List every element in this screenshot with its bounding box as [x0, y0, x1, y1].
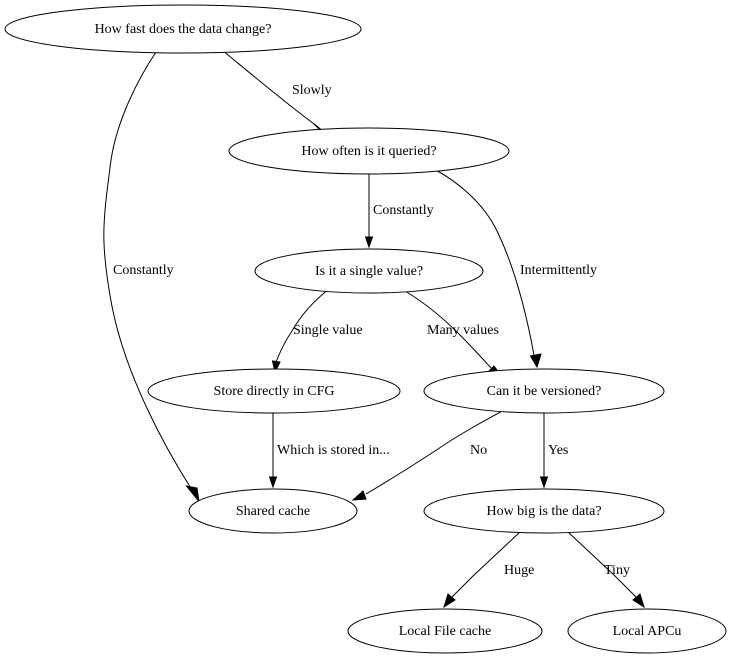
edge-line [103, 51, 193, 491]
arrowhead-icon [529, 353, 542, 369]
node-shape-ellipse[interactable] [567, 608, 727, 654]
edge-e_tiny [567, 531, 645, 609]
edge-line [365, 408, 507, 495]
edge-label: No [470, 443, 487, 458]
node-shape-ellipse[interactable] [188, 488, 358, 534]
edge-e_intermittently [431, 167, 542, 369]
node-label: Is it a single value? [315, 264, 423, 279]
edge-e_no [351, 408, 507, 501]
nodes-layer: How fast does the data change? How often … [4, 4, 727, 654]
arrowhead-icon [185, 485, 200, 504]
node-label: Shared cache [236, 504, 310, 519]
edge-label: Constantly [373, 203, 434, 218]
node-versioned[interactable]: Can it be versioned? [423, 368, 665, 414]
edge-label: Many values [427, 323, 499, 338]
edge-e_which_stored [268, 413, 278, 489]
node-label: How often is it queried? [301, 144, 436, 159]
arrowhead-icon [632, 593, 645, 609]
node-single_value[interactable]: Is it a single value? [254, 248, 484, 294]
node-how_often[interactable]: How often is it queried? [228, 127, 510, 175]
edge-line [221, 49, 319, 128]
edge-label: Slowly [292, 83, 332, 98]
edge-e_huge [443, 531, 521, 609]
node-label: Store directly in CFG [214, 384, 335, 399]
node-shape-ellipse[interactable] [254, 248, 484, 294]
edge-line [567, 531, 637, 598]
arrowhead-icon [351, 490, 367, 501]
node-shape-ellipse[interactable] [423, 368, 665, 414]
arrowhead-icon [268, 476, 278, 489]
arrowhead-icon [539, 476, 549, 489]
node-how_big[interactable]: How big is the data? [423, 488, 665, 534]
edge-label: Single value [293, 323, 363, 338]
node-local_file[interactable]: Local File cache [347, 608, 543, 654]
edge-e_constantly_often [364, 174, 374, 249]
node-how_fast[interactable]: How fast does the data change? [4, 4, 362, 54]
edge-labels-layer: SlowlyConstantlyConstantlyIntermittently… [113, 83, 630, 578]
edge-line [275, 288, 330, 363]
arrowhead-icon [364, 236, 374, 249]
node-local_apcu[interactable]: Local APCu [567, 608, 727, 654]
edge-e_yes [539, 413, 549, 489]
edge-line [431, 167, 535, 356]
edge-label: Yes [548, 443, 568, 458]
edge-label: Tiny [604, 563, 630, 578]
edge-label: Huge [504, 563, 534, 578]
node-store_cfg[interactable]: Store directly in CFG [147, 368, 401, 414]
node-label: Can it be versioned? [487, 384, 602, 399]
edge-e_constantly_root [103, 51, 200, 504]
node-shape-ellipse[interactable] [228, 127, 510, 175]
node-shape-ellipse[interactable] [4, 4, 362, 54]
node-label: How big is the data? [486, 504, 601, 519]
arrowhead-icon [443, 593, 456, 609]
node-shape-ellipse[interactable] [347, 608, 543, 654]
edge-label: Intermittently [520, 263, 597, 278]
node-label: Local File cache [399, 624, 492, 639]
node-label: How fast does the data change? [95, 22, 272, 37]
edge-label: Constantly [113, 263, 174, 278]
node-shared_cache[interactable]: Shared cache [188, 488, 358, 534]
node-shape-ellipse[interactable] [147, 368, 401, 414]
node-label: Local APCu [613, 624, 682, 639]
edge-line [399, 287, 493, 370]
node-shape-ellipse[interactable] [423, 488, 665, 534]
edge-line [451, 531, 521, 598]
edge-label: Which is stored in... [277, 443, 390, 458]
